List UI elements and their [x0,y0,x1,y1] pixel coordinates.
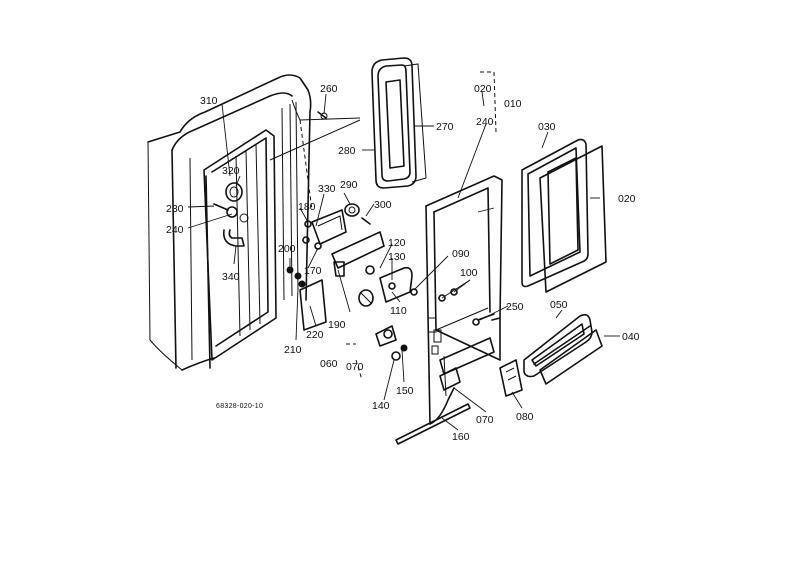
label-210: 210 [284,344,302,356]
window-030-020 [521,138,607,293]
window-270-280 [371,57,427,189]
label-110: 110 [390,305,407,317]
label-310: 310 [200,95,218,107]
label-120: 120 [388,237,406,249]
label-180: 180 [298,201,316,213]
label-240-left: 240 [166,224,184,236]
hardware-parts [213,111,523,445]
label-010: 010 [504,98,522,110]
label-220: 220 [306,329,324,341]
label-130: 130 [388,251,406,263]
label-160: 160 [452,431,470,443]
label-330: 330 [318,183,336,195]
label-070-bottom: 070 [476,414,494,426]
label-190: 190 [328,319,346,331]
label-140: 140 [372,400,390,412]
label-090: 090 [452,248,470,260]
reference-code: 68328-020-10 [216,403,263,410]
label-030: 030 [538,121,556,133]
label-260: 260 [320,83,338,95]
label-050: 050 [550,299,568,311]
label-270: 270 [436,121,454,133]
label-280: 280 [338,145,356,157]
label-170: 170 [304,265,322,277]
leader-lines [187,71,620,431]
label-200: 200 [278,243,296,255]
label-080: 080 [516,411,534,423]
label-040: 040 [622,331,640,343]
label-070-left: 070 [346,361,364,373]
window-050-040 [523,313,603,385]
label-020-top: 020 [474,83,492,95]
label-240-top: 240 [476,116,494,128]
label-300: 300 [374,199,392,211]
label-150: 150 [396,385,414,397]
label-340: 340 [222,271,240,283]
label-320: 320 [222,165,240,177]
label-250: 250 [506,301,524,313]
cabin-body [147,74,361,371]
label-060: 060 [320,358,338,370]
label-100: 100 [460,267,478,279]
label-230: 230 [166,203,184,215]
label-290: 290 [340,179,358,191]
main-door [425,175,503,425]
part-labels: 010 020 240 030 020 260 270 280 310 320 … [166,83,640,443]
label-020-right: 020 [618,193,636,205]
